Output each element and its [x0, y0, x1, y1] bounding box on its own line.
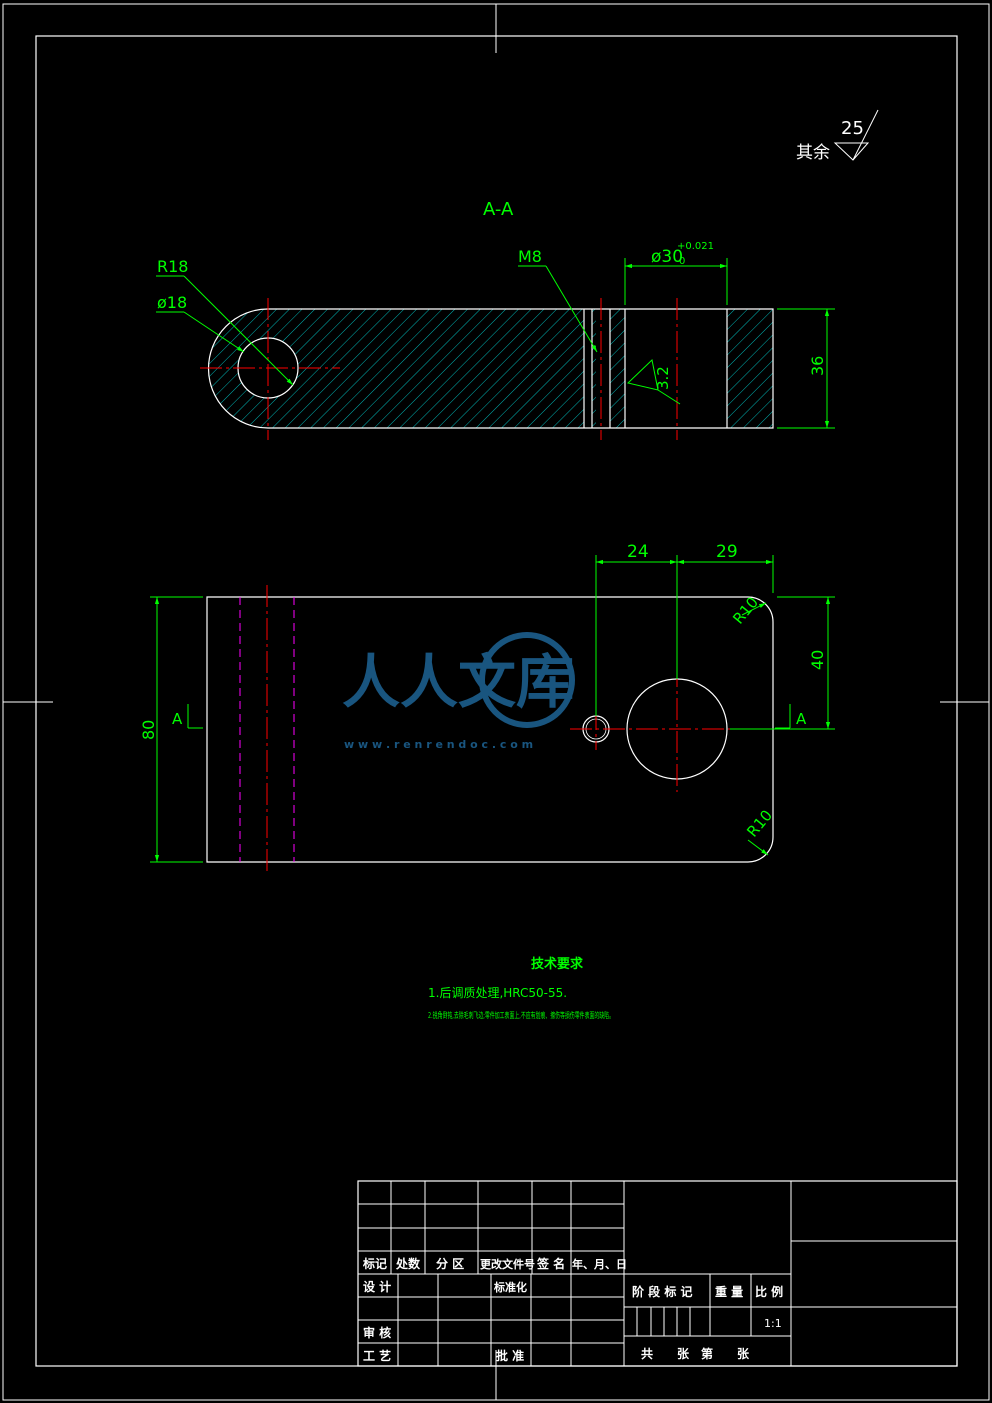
tb-design: 设 计: [363, 1279, 391, 1294]
label-phi30-tol-lower: 0: [679, 256, 685, 267]
roughness-symbol-icon: [833, 109, 879, 161]
roughness-general: 其余 25: [796, 109, 879, 163]
tb-col-doc: 更改文件号: [480, 1257, 535, 1271]
section-arrow-left: [187, 704, 203, 729]
watermark-url: w w w . r e n r e n d o c . c o m: [344, 738, 533, 751]
section-outline: [207, 308, 774, 429]
section-title: A-A: [483, 199, 514, 220]
tech-line-1: 1.后调质处理,HRC50-55.: [428, 986, 567, 1000]
tb-standardize: 标准化: [493, 1280, 527, 1294]
title-block-text: 标记 处数 分 区 更改文件号 签 名 年、月、日 设 计 标准化 审 核 工 …: [362, 1256, 783, 1363]
roughness-value: 25: [841, 118, 864, 139]
label-phi30: ø30: [651, 247, 683, 267]
watermark-text: 人人文库: [342, 648, 574, 716]
tb-col-zone: 分 区: [436, 1256, 464, 1271]
tb-col-mark: 标记: [362, 1256, 387, 1271]
label-roughness-32: 3.2: [654, 366, 672, 390]
tech-line-2: 2.锐角倒钝,去除毛刺飞边;零件加工表面上,不应有划痕、擦伤等损伤零件表面的缺陷…: [428, 1010, 614, 1020]
label-phi18: ø18: [157, 293, 187, 312]
label-section-mark-left: A: [172, 710, 183, 728]
roughness-32-icon: [626, 359, 681, 405]
leader-r10-bottom: [747, 839, 769, 856]
label-dim-29: 29: [716, 542, 738, 562]
tech-title: 技术要求: [531, 956, 584, 972]
label-dim-80: 80: [139, 720, 158, 740]
tb-col-sign: 签 名: [536, 1256, 565, 1271]
plan-view: 24 29 40 80 R10 R10 A A: [139, 542, 835, 874]
leader-phi18: [183, 311, 245, 353]
tb-stage-mark: 阶 段 标 记: [632, 1284, 693, 1299]
tb-scale: 比 例: [755, 1284, 783, 1299]
section-view: A-A: [156, 199, 835, 440]
tb-approve: 批 准: [496, 1348, 524, 1363]
section-hatch-main: [208, 309, 585, 428]
plan-outline: [206, 596, 774, 863]
section-hatch-bore-right: [727, 309, 773, 428]
tb-weight: 重 量: [715, 1284, 743, 1299]
watermark-logo-icon: [479, 632, 575, 728]
tb-col-date: 年、月、日: [572, 1257, 627, 1271]
label-m8: M8: [518, 247, 542, 266]
title-block: [357, 1180, 958, 1367]
tb-process: 工 艺: [363, 1348, 391, 1363]
label-section-mark-right: A: [796, 710, 807, 728]
tb-scale-value: 1:1: [764, 1317, 782, 1330]
tb-sheets: 共 张 第 张: [641, 1346, 750, 1361]
label-dim-24: 24: [627, 542, 649, 562]
label-r18: R18: [157, 257, 188, 276]
tech-requirements: 技术要求 1.后调质处理,HRC50-55. 2.锐角倒钝,去除毛刺飞边;零件加…: [428, 956, 614, 1020]
roughness-prefix: 其余: [796, 143, 830, 163]
tb-col-count: 处数: [395, 1256, 421, 1271]
leader-r10-top: [741, 602, 767, 616]
label-phi30-tol-upper: +0.021: [677, 241, 714, 252]
leader-r18: [183, 275, 294, 386]
label-dim-40: 40: [808, 650, 827, 670]
label-r10-bottom: R10: [743, 806, 776, 840]
section-hatch-thread-right: [610, 309, 625, 428]
leader-m8: [545, 265, 598, 353]
section-hatch-thread-left: [592, 309, 596, 428]
watermark: 人人文库 w w w . r e n r e n d o c . c o m: [342, 632, 575, 751]
section-arrow-right: [775, 704, 791, 729]
tb-review: 审 核: [363, 1325, 391, 1340]
label-dim-36: 36: [808, 356, 827, 376]
